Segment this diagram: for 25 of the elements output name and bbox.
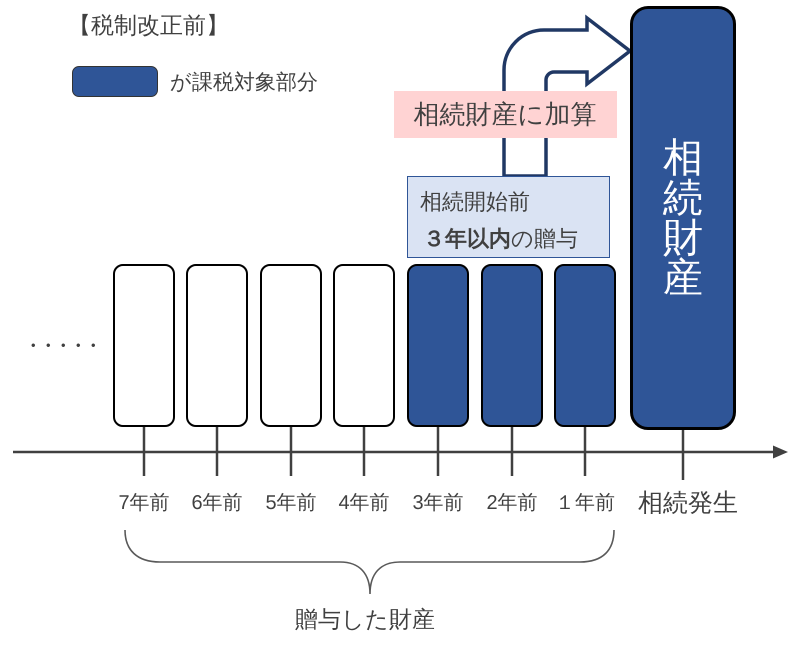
year-label: 5年前 [266, 491, 317, 515]
legend-label: が課税対象部分 [170, 70, 318, 95]
event-label: 相続発生 [638, 488, 738, 518]
block-label: 相続財産 [663, 138, 703, 298]
gift-block [186, 264, 248, 427]
year-label: 7年前 [118, 491, 170, 515]
gift-block [554, 264, 616, 427]
year-label: 2年前 [486, 491, 538, 515]
gift-block [113, 264, 175, 427]
inheritance-block [630, 6, 736, 430]
note-text: 相続開始前 [420, 188, 530, 216]
note-box [407, 176, 610, 258]
gift-block [260, 264, 322, 427]
ellipsis: ・・・・・ [21, 333, 97, 360]
brace-label: 贈与した財産 [295, 606, 435, 634]
note-text: ３年以内の贈与 [423, 225, 578, 253]
edge-label: 相続財産に加算 [394, 91, 616, 138]
gift-block [481, 264, 543, 427]
year-label: 4年前 [338, 491, 390, 515]
year-label: １年前 [555, 491, 615, 515]
gift-block [333, 264, 395, 427]
year-label: 3年前 [412, 491, 464, 515]
year-label: 6年前 [192, 491, 243, 515]
gift-block [407, 264, 469, 427]
title: 【税制改正前】 [68, 12, 229, 40]
